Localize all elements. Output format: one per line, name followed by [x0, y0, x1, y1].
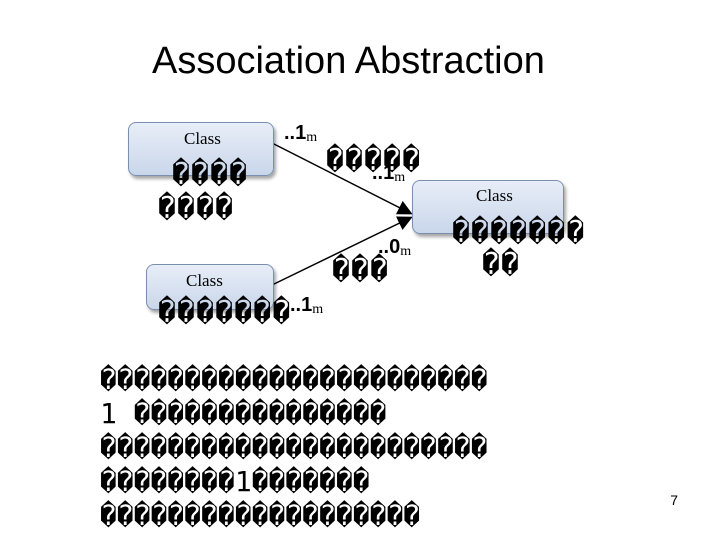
class-name-right-line2: ��	[482, 247, 521, 282]
multiplicity-top-left: ..1m	[284, 122, 318, 145]
body-line-1: �����������������������	[100, 363, 488, 396]
association-label-bottom: ���	[332, 253, 390, 288]
class-label-top-left: Class	[184, 129, 221, 148]
class-label-right: Class	[476, 186, 513, 205]
class-name-right-line1: �������	[452, 215, 586, 250]
multiplicity-bottom-right: ..0m	[378, 236, 412, 259]
class-box-top-left[interactable]	[128, 122, 274, 176]
page-title: Association Abstraction	[152, 40, 545, 82]
class-box-bottom-left[interactable]	[146, 264, 274, 310]
class-name-bottom-left: �������	[158, 295, 292, 330]
body-line-4: ��������1�������	[100, 465, 370, 498]
class-label-bottom-left: Class	[186, 271, 223, 290]
association-line-bottom	[271, 216, 413, 286]
class-name-top-left-line1: ����	[172, 157, 249, 192]
body-line-5: �������������������	[100, 499, 421, 532]
association-label-top: �����	[326, 143, 422, 178]
page-number: 7	[670, 492, 678, 508]
multiplicity-bottom-left: ..1m	[290, 294, 324, 317]
class-name-top-left-line2: ����	[158, 191, 235, 226]
body-line-2: 1 ���������������	[100, 397, 387, 430]
association-line-top	[271, 142, 413, 215]
body-line-3: �����������������������	[100, 431, 488, 464]
class-box-right[interactable]	[412, 180, 564, 234]
multiplicity-top-right: ..1m	[372, 162, 406, 185]
